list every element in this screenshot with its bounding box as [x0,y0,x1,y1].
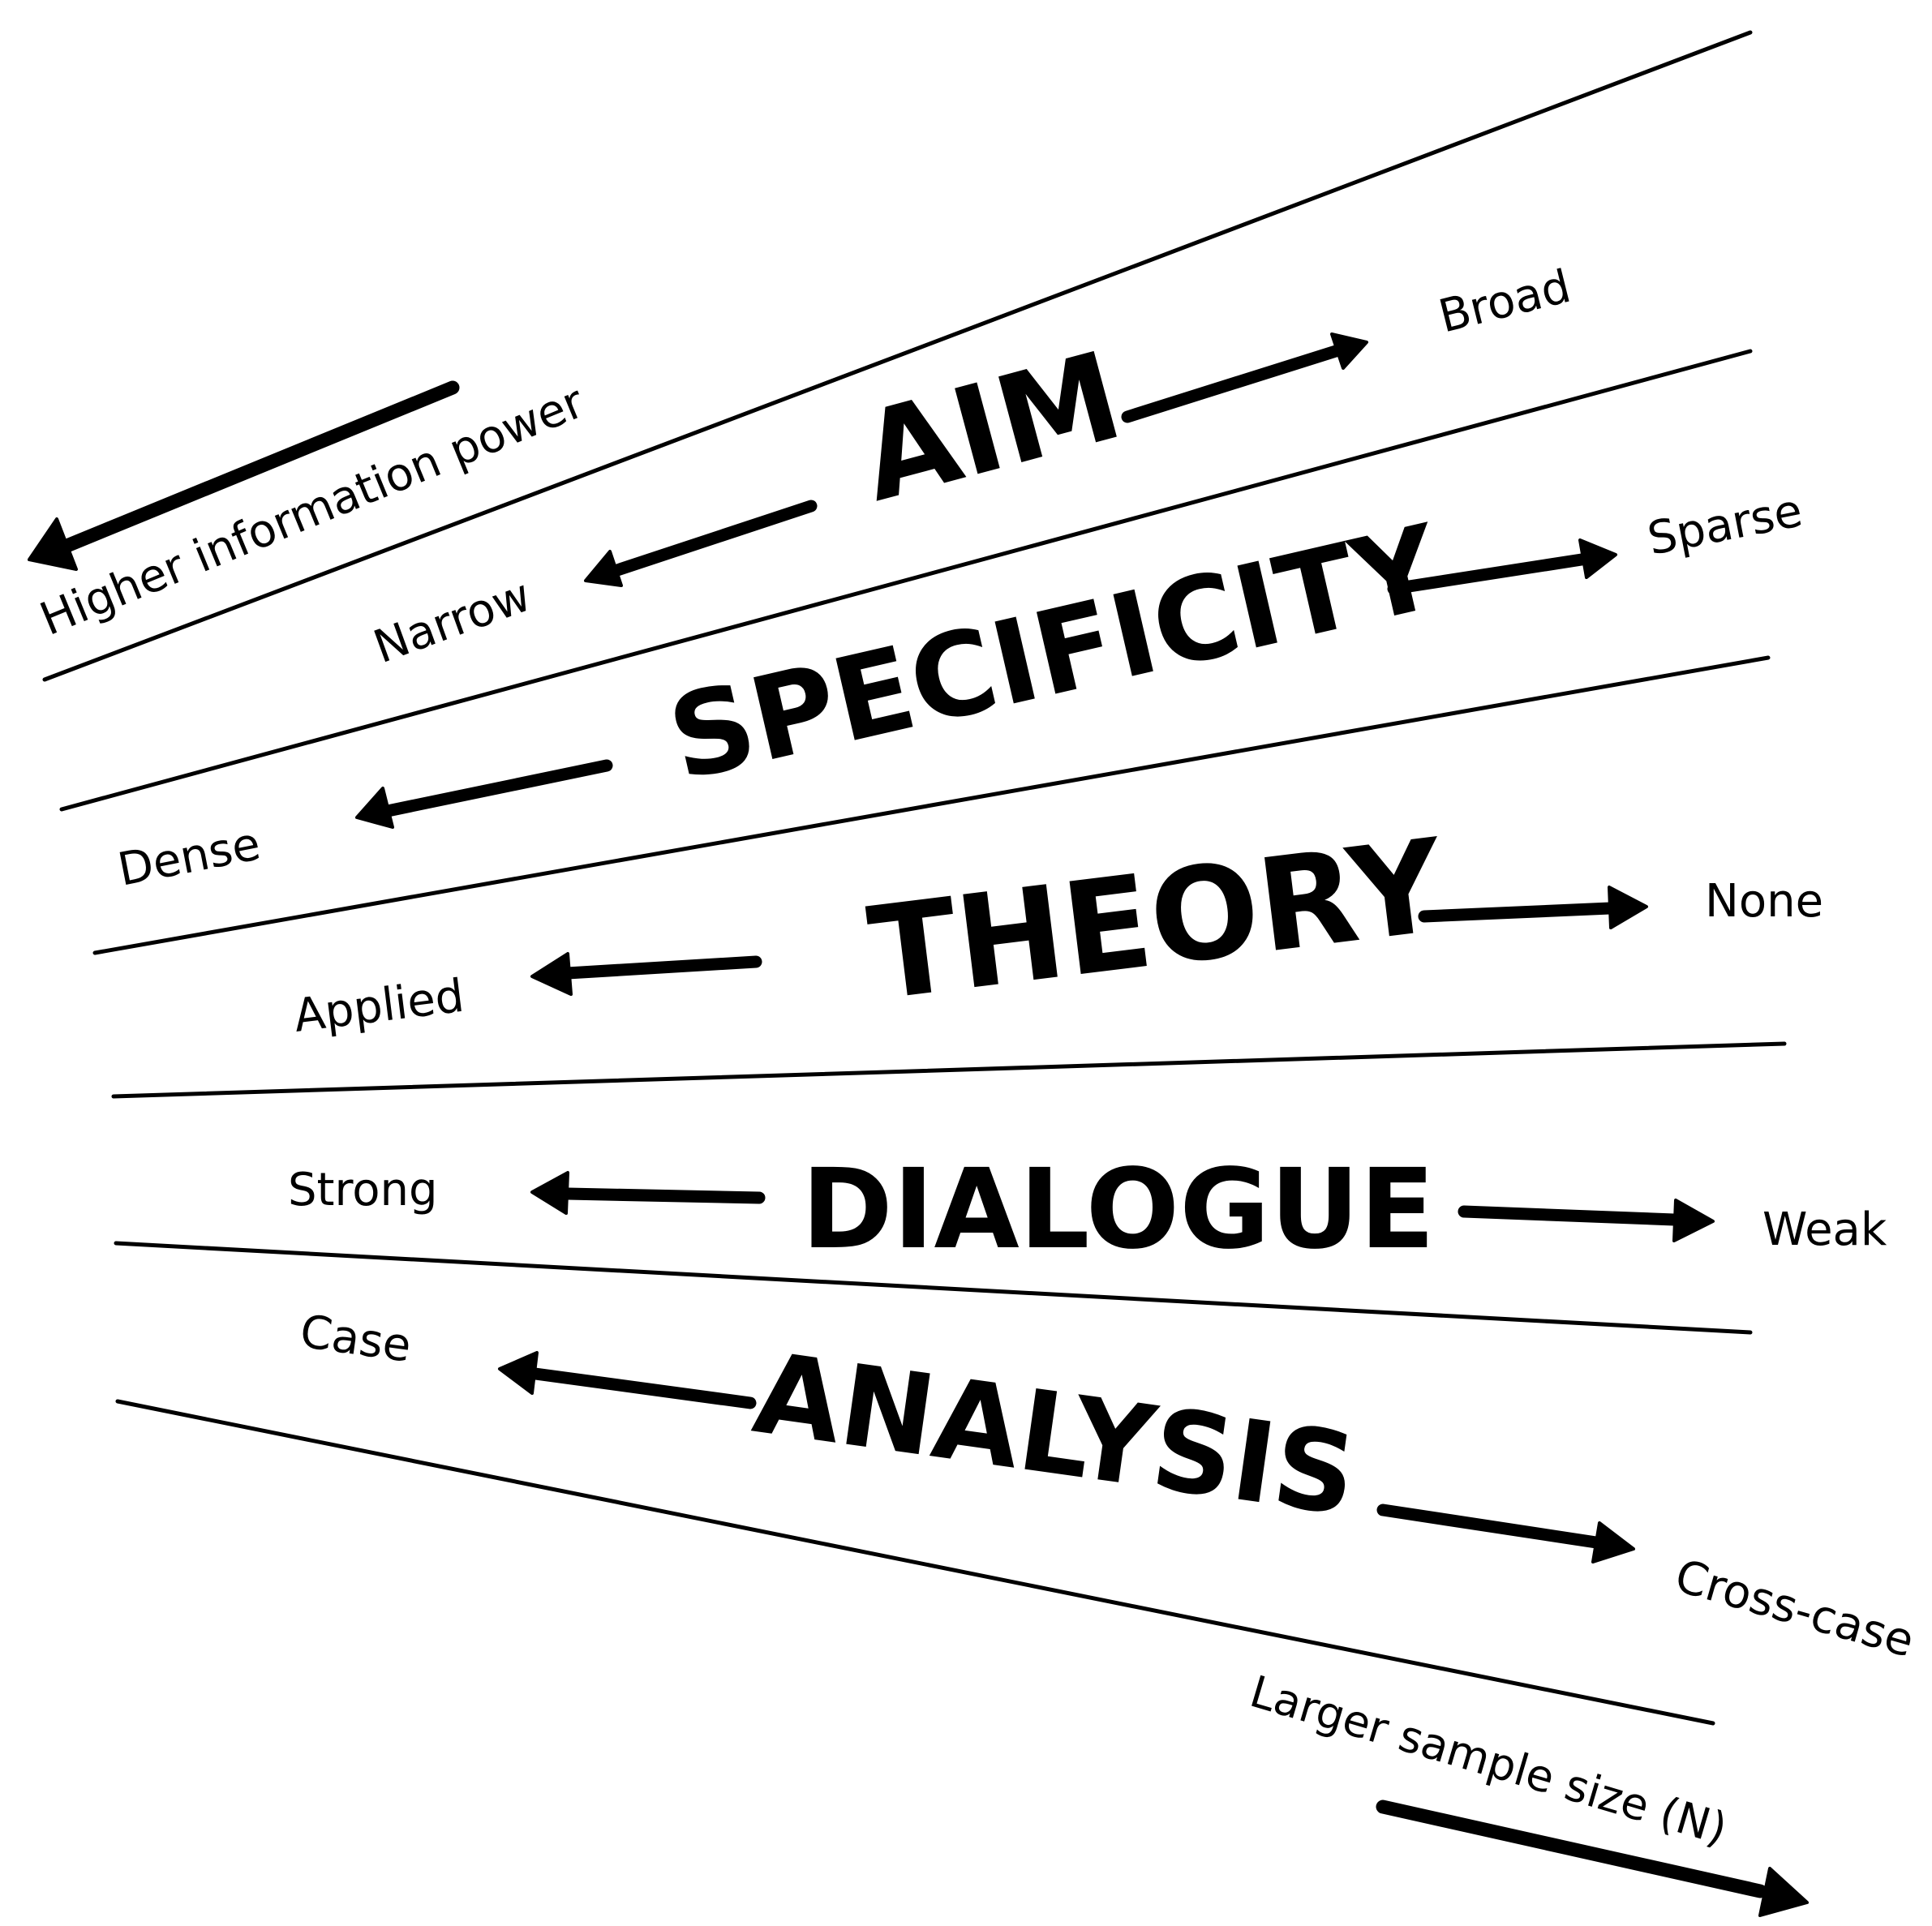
band-line-1 [42,30,1753,682]
dimension-dialogue-title: DIALOGUE [801,1146,1435,1274]
theory-left-arrow-head [530,952,573,996]
theory-right-label: None [1705,875,1823,928]
dialogue-left-label: Strong [288,1164,438,1216]
specificity-right-arrow-head [1578,538,1617,579]
information-power-arrow-shaft [58,380,460,554]
dimension-aim-title: AIM [847,326,1135,530]
dimension-dialogue: DIALOGUE Strong Weak [288,1146,1887,1274]
axis-labels: Higher information power Larger sample s… [33,375,1733,1855]
band-line-5 [114,1241,1753,1335]
specificity-right-label: Sparse [1643,484,1806,565]
specificity-left-label: Dense [114,817,264,897]
analysis-right-arrow-head [1591,1521,1635,1564]
analysis-right-label: Cross-case [1669,1550,1920,1668]
band-line-6 [115,1399,1715,1726]
band-line-3 [92,655,1771,955]
sample-size-arrow-shaft [1376,1799,1767,1898]
dimension-analysis-title: ANALYSIS [746,1328,1363,1541]
information-power-arrow-head [28,517,78,571]
dialogue-right-arrow-shaft [1458,1205,1681,1226]
dimension-theory-title: THEORY [861,811,1452,1029]
analysis-left-arrow-head [498,1351,539,1395]
analysis-left-arrow-shaft [529,1367,757,1409]
dimension-specificity-title: SPECIFICITY [658,500,1453,807]
aim-right-label: Broad [1434,260,1576,344]
dialogue-left-arrow-head [530,1171,569,1215]
aim-right-arrow-shaft [1121,344,1345,423]
theory-right-arrow-shaft [1418,902,1616,923]
dialogue-right-arrow-head [1672,1199,1715,1242]
overall-arrows [28,380,1809,1917]
aim-right-arrow-head [1330,332,1368,370]
band-lines [42,30,1787,1726]
band-line-4 [111,1041,1787,1099]
specificity-left-arrow-shaft [381,759,613,817]
dimension-specificity: SPECIFICITY Dense Sparse [114,484,1806,896]
dialogue-right-label: Weak [1762,1203,1887,1256]
theory-left-label: Applied [291,970,467,1043]
theory-right-arrow-head [1608,886,1648,929]
aim-left-label: Narrow [367,569,538,675]
aim-left-arrow-head [584,550,623,587]
aim-left-arrow-shaft [603,500,818,579]
specificity-right-arrow-shaft [1387,553,1588,595]
theory-left-arrow-shaft [561,955,762,980]
specificity-left-arrow-head [355,787,394,829]
band-line-2 [59,349,1753,812]
dimension-theory: THEORY Applied None [291,811,1823,1042]
analysis-right-arrow-shaft [1376,1503,1603,1549]
dialogue-left-arrow-shaft [561,1187,766,1204]
analysis-left-label: Case [297,1305,414,1372]
sample-size-arrow-head [1758,1867,1809,1917]
